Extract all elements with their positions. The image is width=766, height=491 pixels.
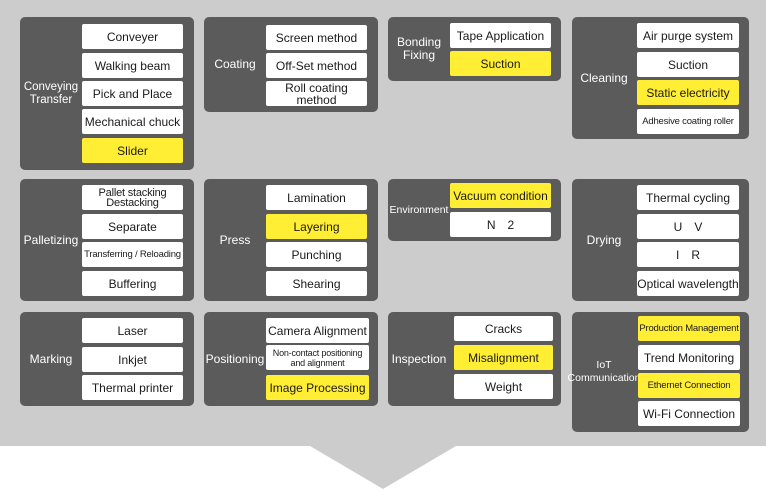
- option-box: Air purge system: [637, 23, 739, 48]
- option-box: Production Management: [638, 316, 740, 341]
- card-environment: Environment Vacuum condition N 2: [388, 179, 561, 241]
- category-label: Conveying Transfer: [23, 80, 79, 106]
- option-box: Cracks: [454, 316, 553, 341]
- option-box: Image Processing: [266, 375, 369, 400]
- option-box: Ethernet Connection: [638, 373, 740, 398]
- option-box: Tape Application: [450, 23, 551, 48]
- option-box: Inkjet: [82, 347, 183, 372]
- option-box: Pallet stacking Destacking: [82, 185, 183, 210]
- category-label: Bonding Fixing: [396, 35, 442, 62]
- category-label: Press: [219, 232, 251, 247]
- category-label: Cleaning: [580, 70, 628, 85]
- category-label: Positioning: [205, 351, 265, 366]
- option-box: Laser: [82, 318, 183, 343]
- category-label: Environment: [389, 203, 449, 216]
- option-box: Mechanical chuck: [82, 109, 183, 134]
- option-box: Separate: [82, 214, 183, 239]
- option-box: Pick and Place: [82, 81, 183, 106]
- option-box: Vacuum condition: [450, 183, 551, 208]
- option-box: Roll coating method: [266, 81, 367, 106]
- option-box: Camera Alignment: [266, 318, 369, 343]
- option-box: Lamination: [266, 185, 367, 210]
- option-box: Non-contact positioning and alignment: [266, 345, 369, 370]
- category-label: Marking: [29, 351, 73, 366]
- category-label: Coating: [214, 57, 256, 71]
- option-box: Adhesive coating roller: [637, 109, 739, 134]
- category-label: Drying: [586, 232, 622, 247]
- option-box: Thermal printer: [82, 375, 183, 400]
- option-box: U V: [637, 214, 739, 239]
- card-drying: Drying Thermal cycling U V I R Optical wave…: [572, 179, 749, 301]
- option-box: Shearing: [266, 271, 367, 296]
- option-box: Suction: [450, 51, 551, 76]
- option-box: Static electricity: [637, 80, 739, 105]
- option-box: Layering: [266, 214, 367, 239]
- option-box: Slider: [82, 138, 183, 163]
- option-box: Misalignment: [454, 345, 553, 370]
- option-box: Trend Monitoring: [638, 345, 740, 370]
- category-label: Palletizing: [23, 232, 79, 247]
- option-box: Weight: [454, 374, 553, 399]
- option-box: Suction: [637, 52, 739, 77]
- option-box: Optical wavelength: [637, 271, 739, 296]
- option-box: I R: [637, 242, 739, 267]
- category-label: IoT Communication: [567, 359, 641, 384]
- option-box: Punching: [266, 242, 367, 267]
- option-box: N 2: [450, 212, 551, 237]
- option-box: Thermal cycling: [637, 185, 739, 210]
- option-box: Wi-Fi Connection: [638, 401, 740, 426]
- option-box: Conveyer: [82, 24, 183, 49]
- option-box: Off-Set method: [266, 53, 367, 78]
- option-box: Walking beam: [82, 53, 183, 78]
- option-box: Screen method: [266, 25, 367, 50]
- category-label: Inspection: [391, 351, 447, 366]
- option-box: Transferring / Reloading: [82, 242, 183, 267]
- option-box: Buffering: [82, 271, 183, 296]
